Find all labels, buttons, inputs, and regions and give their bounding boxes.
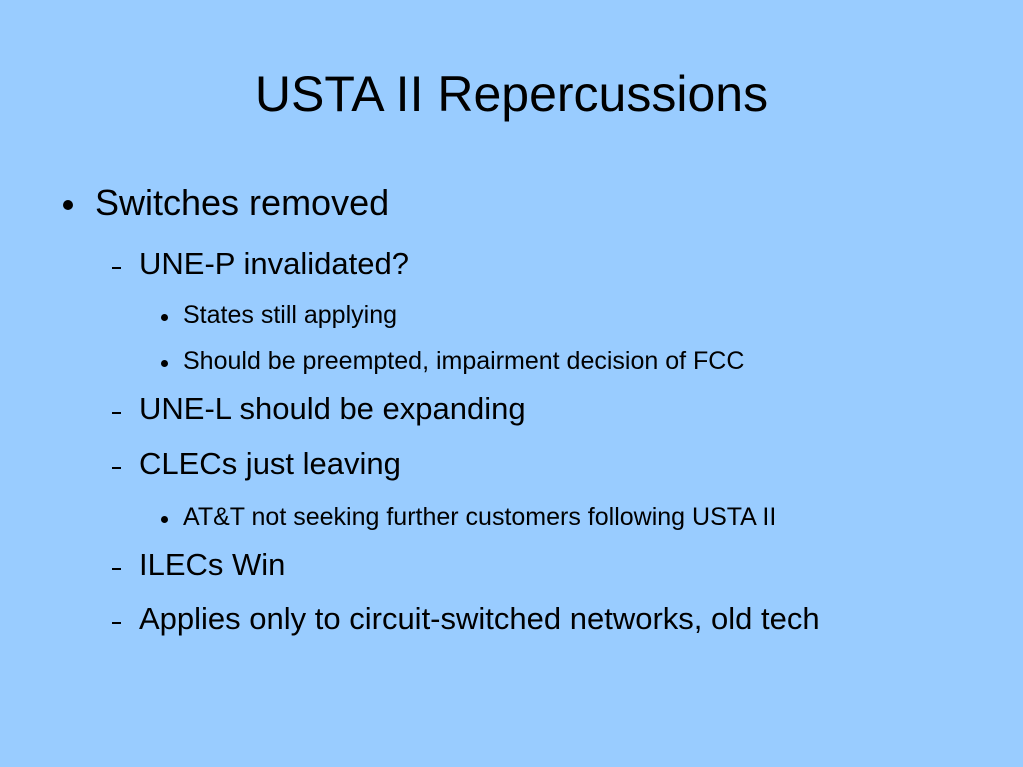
- round-bullet-icon: [161, 314, 168, 321]
- sub-sub-bullet-text: States still applying: [183, 301, 398, 329]
- sub-sub-bullet-item: Should be preempted, impairment decision…: [0, 346, 1023, 376]
- dash-bullet-icon: [112, 412, 121, 414]
- sub-bullet-text: UNE-P invalidated?: [139, 246, 409, 281]
- bullet-text: Switches removed: [95, 182, 390, 223]
- round-bullet-icon: [161, 516, 168, 523]
- dash-bullet-icon: [112, 622, 121, 624]
- sub-sub-bullet-item: States still applying: [0, 300, 1023, 330]
- sub-sub-bullet-text: Should be preempted, impairment decision…: [183, 347, 745, 375]
- round-bullet-icon: [63, 200, 73, 210]
- dash-bullet-icon: [112, 568, 121, 570]
- round-bullet-icon: [161, 360, 168, 367]
- sub-bullet-text: CLECs just leaving: [139, 446, 401, 481]
- slide-title: USTA II Repercussions: [254, 66, 769, 122]
- sub-sub-bullet-item: AT&T not seeking further customers follo…: [0, 502, 1023, 532]
- sub-bullet-item: UNE-P invalidated?: [0, 246, 1023, 282]
- dash-bullet-icon: [112, 267, 121, 269]
- sub-bullet-item: CLECs just leaving: [0, 446, 1023, 482]
- sub-bullet-item: Applies only to circuit-switched network…: [0, 601, 1023, 637]
- sub-bullet-text: UNE-L should be expanding: [139, 391, 526, 426]
- sub-bullet-text: ILECs Win: [139, 547, 286, 582]
- dash-bullet-icon: [112, 467, 121, 469]
- sub-bullet-text: Applies only to circuit-switched network…: [139, 601, 820, 636]
- sub-sub-bullet-text: AT&T not seeking further customers follo…: [183, 503, 777, 531]
- bullet-item: Switches removed: [0, 183, 1023, 223]
- sub-bullet-item: ILECs Win: [0, 547, 1023, 583]
- sub-bullet-item: UNE-L should be expanding: [0, 391, 1023, 427]
